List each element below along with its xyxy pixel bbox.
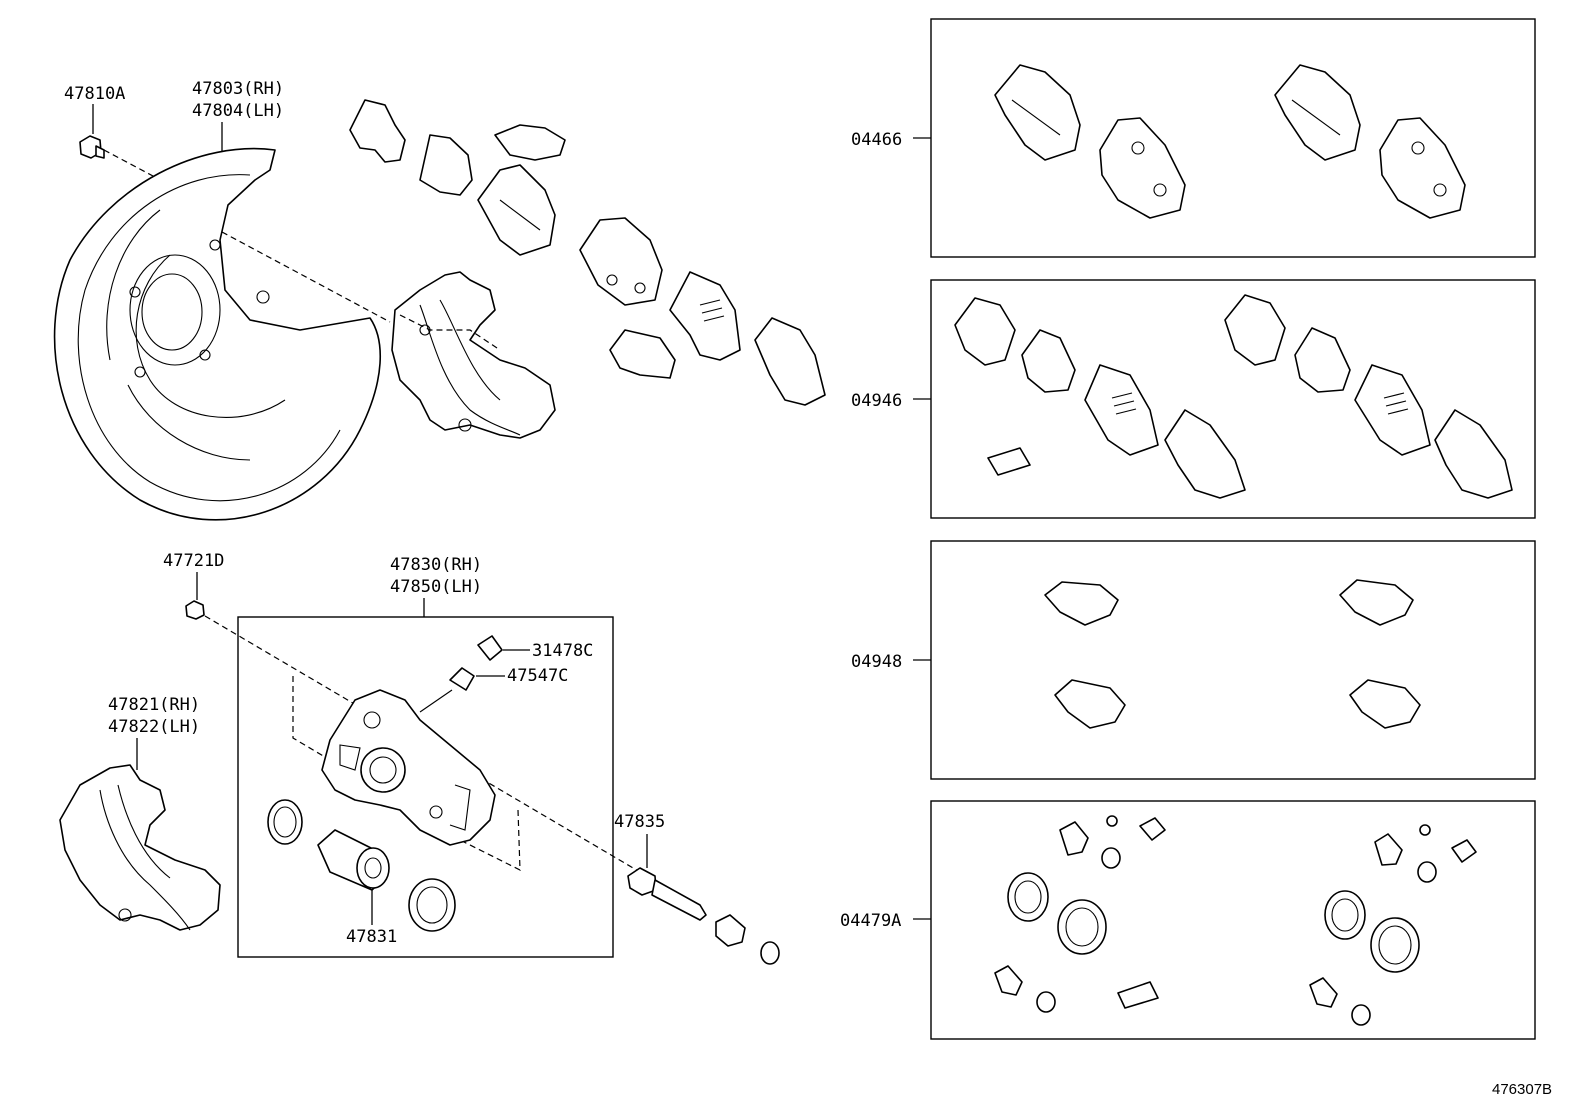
label-04946: 04946	[851, 391, 902, 411]
kit-box-04948	[930, 540, 1536, 780]
label-04466: 04466	[851, 130, 902, 150]
kit-box-04479A	[930, 800, 1536, 1040]
label-31478C: 31478C	[532, 641, 593, 661]
figure-reference: 476307B	[1492, 1081, 1552, 1098]
caliper-mounting-upper	[391, 271, 556, 439]
kit-box-04946	[930, 279, 1536, 519]
label-47803-rh: 47803(RH)	[192, 79, 284, 99]
label-47547C: 47547C	[507, 666, 568, 686]
label-47721D: 47721D	[163, 551, 224, 571]
pad-shims-and-clips	[349, 99, 826, 406]
dust-cover-plate	[53, 147, 382, 521]
bolt-47721D	[185, 600, 205, 620]
label-04479A: 04479A	[840, 911, 901, 931]
label-47804-lh: 47804(LH)	[192, 101, 284, 121]
label-04948: 04948	[851, 652, 902, 672]
label-47835: 47835	[614, 812, 665, 832]
label-47821-rh: 47821(RH)	[108, 695, 200, 715]
label-47831: 47831	[346, 927, 397, 947]
guide-pin-47835	[627, 867, 780, 965]
caliper-mounting-lower	[59, 764, 221, 931]
leader-lines	[92, 104, 931, 925]
caliper-assembly-box	[237, 616, 614, 958]
label-47810A: 47810A	[64, 84, 125, 104]
label-47822-lh: 47822(LH)	[108, 717, 200, 737]
label-47830-rh: 47830(RH)	[390, 555, 482, 575]
kit-box-04466	[930, 18, 1536, 258]
bolt-47810A	[79, 135, 105, 159]
label-47850-lh: 47850(LH)	[390, 577, 482, 597]
